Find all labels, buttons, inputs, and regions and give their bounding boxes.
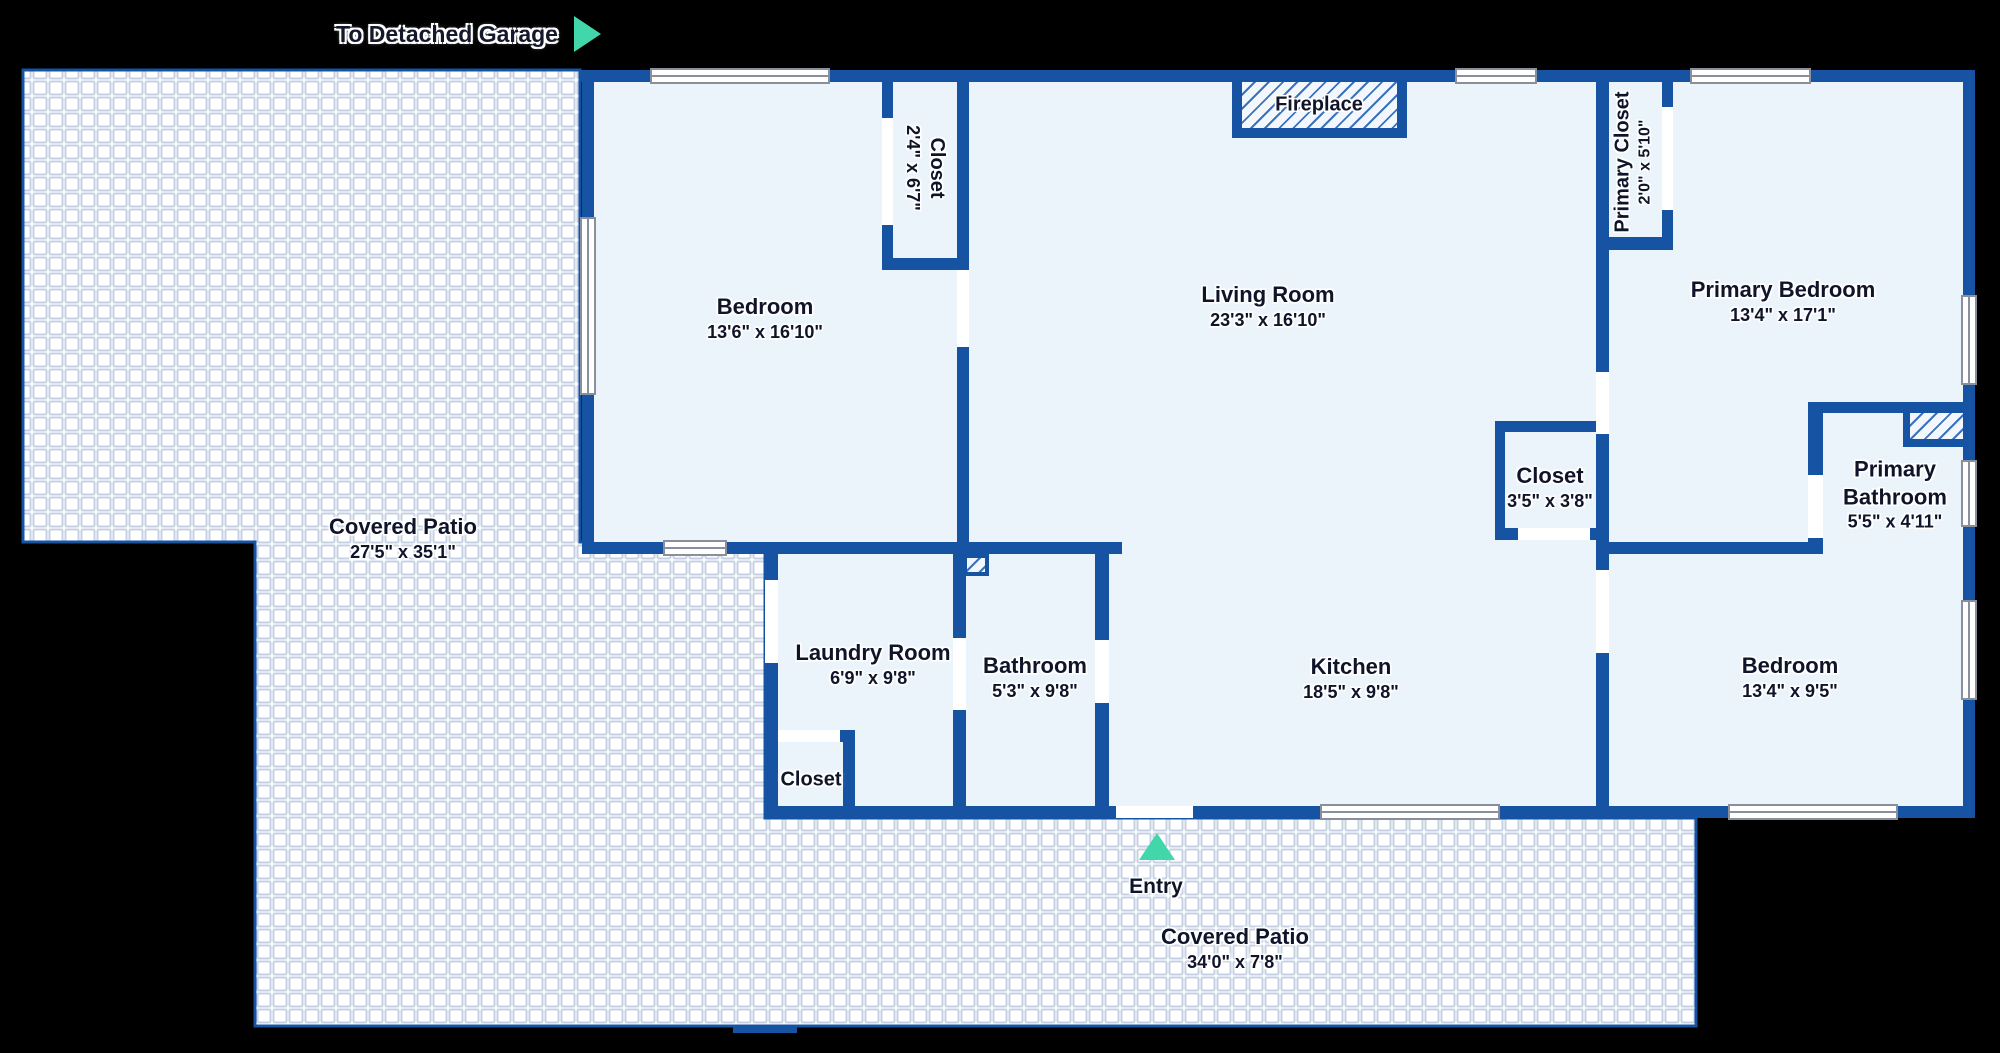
door-opening xyxy=(1596,372,1609,434)
room-dims: 13'4" x 9'5" xyxy=(1742,680,1838,701)
garage-link-label: To Detached Garage xyxy=(336,20,558,47)
door-opening xyxy=(1662,107,1673,210)
house-floor-upper xyxy=(582,70,1975,554)
wall-segment xyxy=(1596,237,1673,250)
room-dims: 5'5" x 4'11" xyxy=(1847,511,1943,532)
room-name: Covered Patio xyxy=(329,514,477,539)
wall-segment xyxy=(1495,421,1505,540)
room-dims: 18'5" x 9'8" xyxy=(1303,681,1399,702)
room-dims: 27'5" x 35'1" xyxy=(350,541,456,562)
window xyxy=(1455,68,1537,84)
arrow-right-icon xyxy=(573,16,601,52)
room-name: Primary Bedroom xyxy=(1690,277,1876,302)
entry-label: Entry xyxy=(1129,875,1183,898)
door-opening xyxy=(882,118,893,225)
room-label-primary-bathroom: Primary Bathroom 5'5" x 4'11" xyxy=(1829,455,1961,533)
room-dims: 13'6" x 16'10" xyxy=(707,321,823,342)
room-dims: 2'0" x 5'10" xyxy=(1636,119,1654,205)
door-opening xyxy=(953,638,966,710)
room-label-laundry-room: Laundry Room 6'9" x 9'8" xyxy=(795,639,950,689)
entry-marker-icon xyxy=(1139,833,1175,860)
wall-segment xyxy=(1963,70,1975,818)
wall-segment xyxy=(843,730,855,806)
room-name: Closet xyxy=(1516,463,1584,488)
room-name: Primary Closet xyxy=(1611,91,1634,233)
room-dims: 2'4" x 6'7" xyxy=(902,125,923,211)
door-opening xyxy=(765,580,778,663)
room-name: Bathroom xyxy=(983,653,1087,678)
room-label-living-room: Living Room 23'3" x 16'10" xyxy=(1201,281,1334,331)
room-label-hall-closet: Closet 3'5" x 3'8" xyxy=(1507,462,1593,512)
room-label-kitchen: Kitchen 18'5" x 9'8" xyxy=(1303,653,1399,703)
wall-segment xyxy=(882,258,968,270)
fireplace-label: Fireplace xyxy=(1275,93,1363,116)
fireplace-box xyxy=(1232,70,1407,138)
room-name: Laundry Room xyxy=(795,640,951,665)
window xyxy=(1961,460,1977,527)
room-dims: 34'0" x 7'8" xyxy=(1187,951,1283,972)
room-name: Closet xyxy=(780,768,842,791)
wall-segment xyxy=(1596,542,1823,554)
house-floor-lower xyxy=(765,542,1975,818)
door-opening xyxy=(1095,640,1109,703)
room-label-primary-bedroom: Primary Bedroom 13'4" x 17'1" xyxy=(1691,276,1876,326)
door-opening xyxy=(957,270,969,347)
shower-hatch xyxy=(1903,413,1963,447)
door-opening xyxy=(1596,570,1609,653)
room-name: Primary Bathroom xyxy=(1843,456,1947,509)
room-label-covered-patio-bottom: Covered Patio 34'0" x 7'8" xyxy=(1161,923,1309,973)
door-opening xyxy=(1518,528,1590,540)
room-label-bedroom-bottom: Bedroom 13'4" x 9'5" xyxy=(1742,652,1839,702)
room-label-laundry-closet: Closet xyxy=(780,768,841,793)
room-name: Covered Patio xyxy=(1161,924,1309,949)
room-dims: 5'3" x 9'8" xyxy=(992,680,1078,701)
room-name: Kitchen xyxy=(1310,654,1392,679)
window xyxy=(650,68,830,84)
window xyxy=(663,540,727,556)
window xyxy=(1961,295,1977,385)
room-name: Living Room xyxy=(1201,282,1335,307)
window xyxy=(1961,600,1977,700)
room-label-bedroom-closet: Closet 2'4" x 6'7" xyxy=(901,125,949,211)
room-name: Bedroom xyxy=(1741,653,1839,678)
entry-door-opening xyxy=(1116,806,1193,818)
wall-segment xyxy=(1808,402,1975,413)
room-name: Bedroom xyxy=(716,294,814,319)
room-label-primary-closet: Primary Closet 2'0" x 5'10" xyxy=(1611,91,1656,232)
door-opening xyxy=(1808,475,1823,538)
patio-step xyxy=(733,1026,797,1033)
room-label-bedroom-top: Bedroom 13'6" x 16'10" xyxy=(707,293,823,343)
window xyxy=(1320,804,1500,820)
garage-link[interactable]: To Detached Garage xyxy=(336,16,601,52)
room-dims: 3'5" x 3'8" xyxy=(1507,490,1593,511)
room-name: Closet xyxy=(925,137,948,199)
room-dims: 23'3" x 16'10" xyxy=(1210,309,1326,330)
room-label-covered-patio-left: Covered Patio 27'5" x 35'1" xyxy=(329,513,477,563)
wall-segment xyxy=(1596,70,1609,554)
window xyxy=(580,217,596,395)
fixture-hatch xyxy=(963,554,989,576)
wall-segment xyxy=(1495,421,1606,432)
room-label-bathroom: Bathroom 5'3" x 9'8" xyxy=(983,652,1087,702)
fireplace-hatch xyxy=(1242,82,1397,128)
window xyxy=(1728,804,1898,820)
window xyxy=(1690,68,1811,84)
room-dims: 13'4" x 17'1" xyxy=(1730,304,1836,325)
room-dims: 6'9" x 9'8" xyxy=(830,667,916,688)
door-opening xyxy=(778,730,840,742)
